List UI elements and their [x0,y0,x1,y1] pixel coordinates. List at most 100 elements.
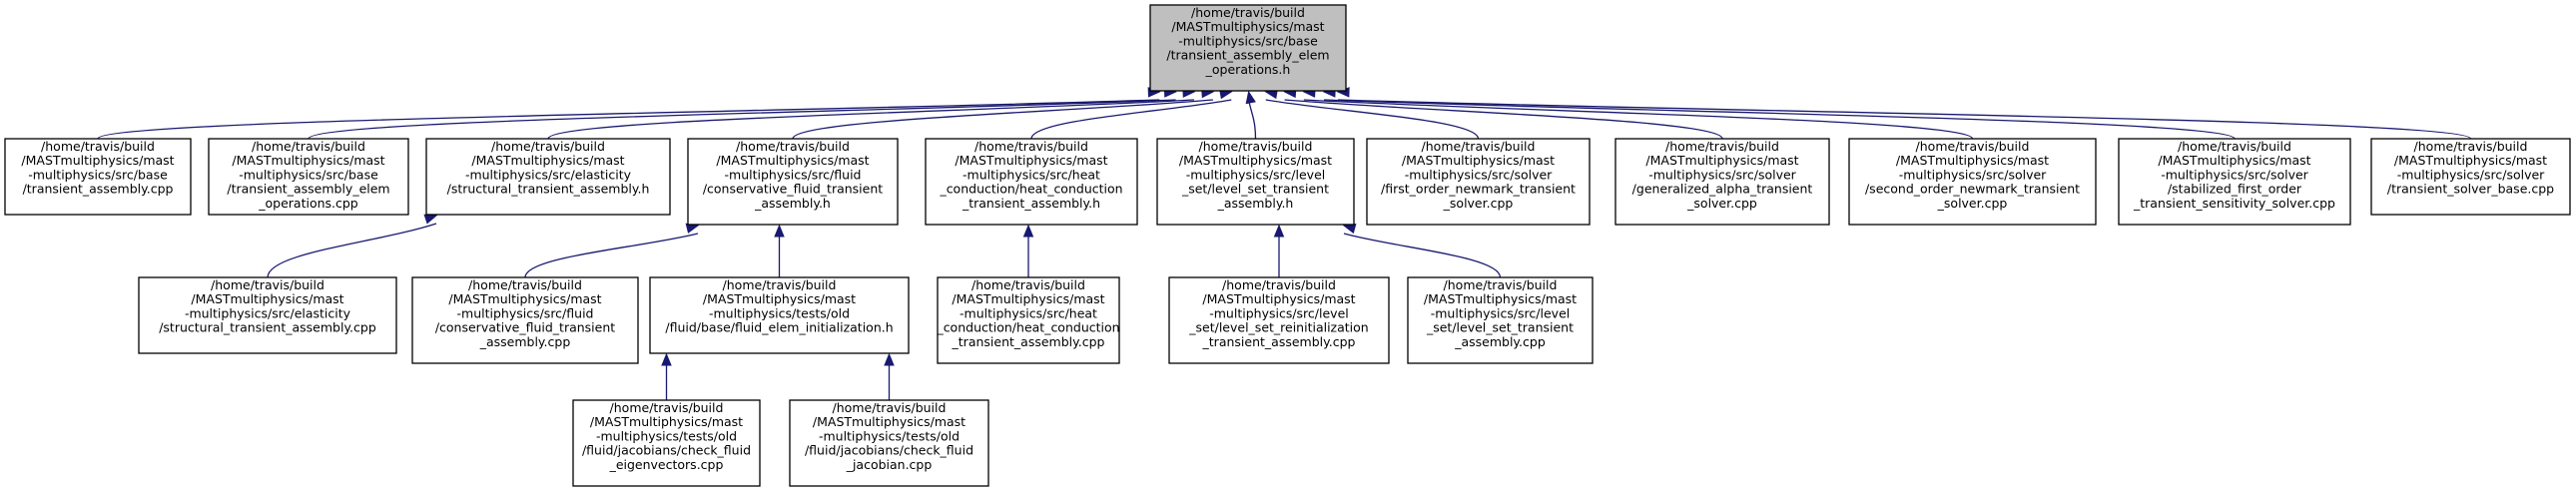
node-label-line: -multiphysics/src/elasticity [185,305,351,320]
node-label-line: /MASTmultiphysics/mast [1179,153,1332,168]
edge-arrowhead [884,352,895,366]
node-label-line: /home/travis/build [1444,277,1558,292]
edge-arrowhead [423,214,438,225]
node-label-line: /first_order_newmark_transient [1381,182,1576,197]
node-label-line: /home/travis/build [833,400,947,415]
node-box [138,276,397,354]
dependency-edge [1303,99,1974,140]
file-node[interactable]: /home/travis/build/MASTmultiphysics/mast… [1614,138,1830,226]
file-node[interactable]: /home/travis/build/MASTmultiphysics/mast… [789,399,989,487]
node-label-line: /structural_transient_assembly.cpp [159,320,376,335]
node-label-line: /MASTmultiphysics/mast [2394,153,2547,168]
node-label-line: _conduction/heat_conduction [936,320,1119,335]
file-node[interactable]: /home/travis/build/MASTmultiphysics/mast… [2370,138,2571,216]
file-node[interactable]: /home/travis/build/MASTmultiphysics/mast… [208,138,409,216]
node-label-line: /transient_solver_base.cpp [2387,182,2554,197]
node-label-line: -multiphysics/src/fluid [725,167,862,182]
node-label-line: -multiphysics/tests/old [709,305,850,320]
node-label-line: /transient_assembly.cpp [23,182,174,197]
file-node[interactable]: /home/travis/build/MASTmultiphysics/mast… [4,138,192,216]
node-label-line: -multiphysics/src/solver [2397,167,2545,182]
node-label-line: /second_order_newmark_transient [1865,182,2080,197]
node-label-line: -multiphysics/src/fluid [457,305,594,320]
file-node[interactable]: /home/travis/build/MASTmultiphysics/mast… [1366,138,1591,226]
file-node[interactable]: /home/travis/build/MASTmultiphysics/mast… [687,138,899,226]
file-node[interactable]: /home/travis/build/MASTmultiphysics/mast… [925,138,1138,226]
node-label-line: /stabilized_first_order [2168,182,2302,197]
node-label-line: /MASTmultiphysics/mast [813,414,966,429]
node-label-line: _eigenvectors.cpp [609,457,724,472]
node-label-line: _solver.cpp [1443,196,1514,211]
file-node[interactable]: /home/travis/build/MASTmultiphysics/mast… [1156,138,1355,226]
node-box [572,399,761,487]
node-label-line: _operations.cpp [258,196,358,211]
node-label-line: _assembly.h [1217,196,1294,211]
node-label-line: /home/travis/build [211,277,324,292]
node-box [937,276,1120,364]
node-label-line: -multiphysics/src/heat [960,305,1097,320]
file-node[interactable]: /home/travis/build/MASTmultiphysics/mast… [1848,138,2097,226]
file-node[interactable]: /home/travis/build/MASTmultiphysics/mast… [2118,138,2351,226]
file-node[interactable]: /home/travis/build/MASTmultiphysics/mast… [1407,276,1594,364]
node-box [2370,138,2571,216]
node-label-line: /transient_assembly_elem [1166,48,1329,63]
file-node[interactable]: /home/travis/build/MASTmultiphysics/mast… [425,138,671,216]
node-label-line: -multiphysics/src/solver [2161,167,2308,182]
nodes: /home/travis/build/MASTmultiphysics/mast… [4,4,2571,487]
node-label-line: /MASTmultiphysics/mast [716,153,869,168]
dependency-edge [792,99,1213,140]
edge-arrowhead [1245,90,1256,105]
file-node[interactable]: /home/travis/build/MASTmultiphysics/mast… [649,276,910,354]
node-label-line: /home/travis/build [971,277,1085,292]
node-label-line: /MASTmultiphysics/mast [590,414,743,429]
node-label-line: /home/travis/build [41,139,155,154]
node-box [925,138,1138,226]
node-label-line: _set/level_set_transient [1426,320,1574,335]
dependency-edge [1337,99,2472,140]
node-label-line: /conservative_fluid_transient [435,320,615,335]
node-box [1848,138,2097,226]
node-label-line: /fluid/jacobians/check_fluid [805,443,973,458]
dependency-edge [1265,99,1480,140]
node-label-line: _jacobian.cpp [846,457,933,472]
node-label-line: /home/travis/build [1191,5,1305,20]
node-label-line: -multiphysics/src/heat [963,167,1100,182]
node-label-line: /home/travis/build [974,139,1088,154]
node-label-line: _assembly.cpp [479,334,571,349]
dependency-edge [1247,99,1257,140]
node-label-line: /home/travis/build [491,139,605,154]
node-label-line: _transient_sensitivity_solver.cpp [2133,196,2335,211]
dependency-edge [308,99,1176,140]
node-label-line: /home/travis/build [252,139,365,154]
node-label-line: _conduction/heat_conduction [939,182,1122,197]
node-label-line: /MASTmultiphysics/mast [21,153,174,168]
node-label-line: /MASTmultiphysics/mast [232,153,384,168]
node-box [4,138,192,216]
node-label-line: /MASTmultiphysics/mast [1202,291,1355,306]
node-label-line: /MASTmultiphysics/mast [1896,153,2049,168]
file-node[interactable]: /home/travis/build/MASTmultiphysics/mast… [572,399,761,487]
file-node[interactable]: /home/travis/build/MASTmultiphysics/mast… [936,276,1120,364]
edge-arrowhead [1273,224,1285,238]
node-label-line: /structural_transient_assembly.h [447,182,650,197]
file-node[interactable]: /home/travis/build/MASTmultiphysics/mast… [411,276,639,364]
root-file-node[interactable]: /home/travis/build/MASTmultiphysics/mast… [1149,4,1347,92]
edge-arrowhead [1342,223,1357,235]
dependency-edge [1030,99,1232,140]
node-label-line: /home/travis/build [736,139,850,154]
file-node[interactable]: /home/travis/build/MASTmultiphysics/mast… [1168,276,1390,364]
node-label-line: /home/travis/build [1665,139,1779,154]
node-label-line: -multiphysics/tests/old [596,428,737,443]
node-label-line: _set/level_set_transient [1181,182,1329,197]
edge-arrowhead [1022,224,1034,238]
node-label-line: -multiphysics/src/base [1178,33,1318,48]
node-label-line: _solver.cpp [1686,196,1757,211]
node-label-line: _assembly.cpp [1454,334,1546,349]
node-label-line: /MASTmultiphysics/mast [471,153,624,168]
node-label-line: -multiphysics/src/elasticity [465,167,632,182]
node-label-line: -multiphysics/tests/old [819,428,960,443]
file-node[interactable]: /home/travis/build/MASTmultiphysics/mast… [138,276,397,354]
node-box [1168,276,1390,364]
edge-arrowhead [661,352,672,366]
node-label-line: /generalized_alpha_transient [1632,182,1813,197]
